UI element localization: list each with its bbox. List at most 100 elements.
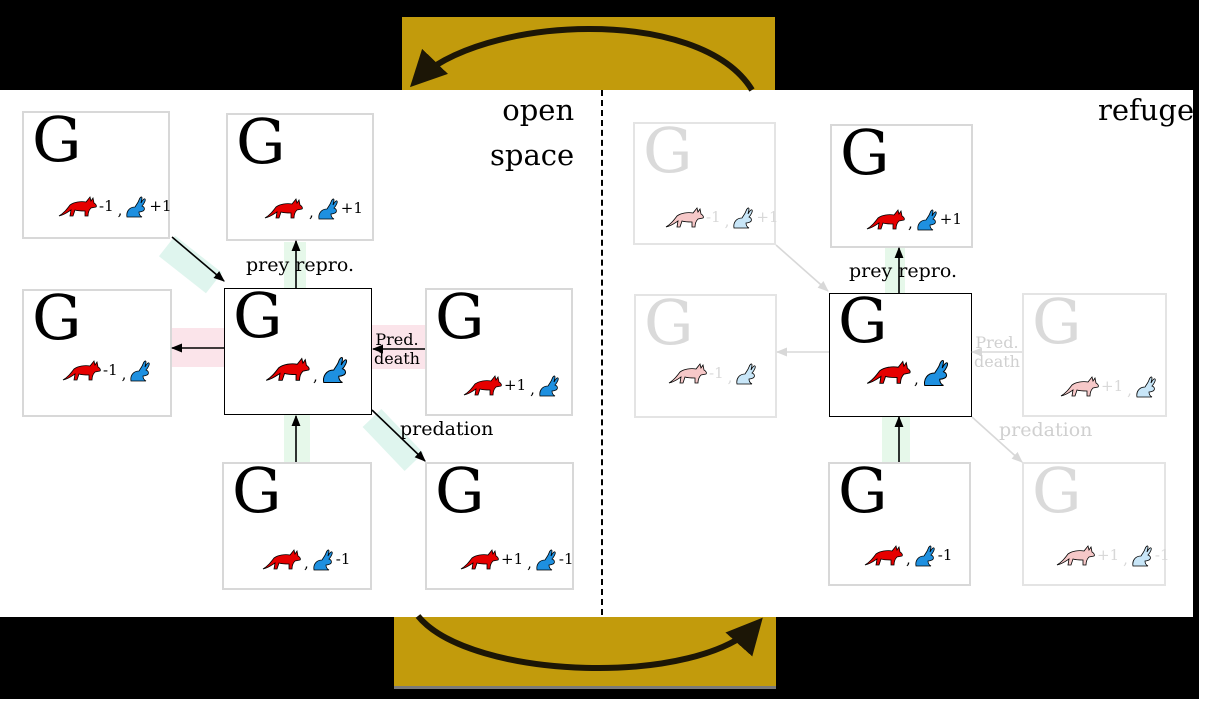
genome-glyph: G xyxy=(236,105,286,178)
comma: , xyxy=(121,365,127,383)
change-row: , +1 xyxy=(866,208,964,232)
state-box-refuge-bottom-right: G +1 , -1 xyxy=(1022,454,1170,586)
comma: , xyxy=(727,368,733,386)
arrow-refuge-center-to-bottom-right xyxy=(971,416,1023,463)
genome-glyph: G xyxy=(643,114,693,187)
change-row: +1 , -1 xyxy=(460,548,576,572)
refuge-label: refuge xyxy=(1098,93,1195,127)
change-row: , -1 xyxy=(262,548,352,572)
comma: , xyxy=(908,214,913,232)
bottom-band-edge xyxy=(394,686,776,689)
fox-change: -1 xyxy=(99,197,114,215)
comma: , xyxy=(1123,550,1128,568)
change-row: , xyxy=(866,358,951,388)
state-box-refuge-left: G -1 , xyxy=(634,286,777,418)
predator-death-label: Pred. death xyxy=(374,330,420,368)
predation-label: predation xyxy=(400,418,494,440)
state-box-open-right: G +1 , xyxy=(425,280,573,416)
genome-glyph: G xyxy=(32,103,82,176)
fox-change: -1 xyxy=(709,364,724,382)
state-box-open-bottom: G , -1 xyxy=(222,454,372,590)
rabbit-change: +1 xyxy=(340,199,363,217)
arrow-center-to-bottom-right xyxy=(371,409,426,462)
fox-change: +1 xyxy=(504,376,527,394)
refuge-prey-reproduction-label: prey repro. xyxy=(849,260,957,282)
genome-glyph: G xyxy=(838,454,888,527)
region-divider xyxy=(601,90,603,615)
genome-glyph: G xyxy=(435,280,485,353)
state-box-refuge-top-left: G -1 , +1 xyxy=(633,114,779,245)
arrow-top-left-to-center xyxy=(171,236,225,282)
comma: , xyxy=(530,380,535,398)
genome-glyph: G xyxy=(1032,454,1082,527)
predator-death-line1: Pred. xyxy=(375,330,419,349)
top-transfer-arrow xyxy=(409,26,755,92)
genome-glyph: G xyxy=(644,286,694,359)
rabbit-change: -1 xyxy=(558,550,574,568)
predator-death-line2: death xyxy=(374,349,420,369)
genome-glyph: G xyxy=(233,279,283,352)
fox-change: -1 xyxy=(103,361,118,379)
state-box-open-bottom-right: G +1 , -1 xyxy=(425,454,576,590)
genome-glyph: G xyxy=(840,116,890,189)
refuge-predation-label: predation xyxy=(999,419,1093,441)
comma: , xyxy=(914,370,919,388)
genome-glyph: G xyxy=(838,284,888,357)
change-row: -1 , xyxy=(62,359,155,383)
fox-change: +1 xyxy=(501,550,524,568)
band-top xyxy=(284,242,306,288)
change-row: -1 , +1 xyxy=(665,206,781,230)
comma: , xyxy=(906,550,911,568)
genome-glyph: G xyxy=(232,454,282,527)
change-row: , +1 xyxy=(264,197,365,221)
change-row: , xyxy=(265,355,350,385)
refuge-predator-death-label: Pred. death xyxy=(974,333,1020,371)
band-bottom-right xyxy=(362,409,424,471)
refuge-predator-death-line2: death xyxy=(974,352,1020,372)
state-box-refuge-bottom: G , -1 xyxy=(828,454,971,586)
genome-glyph: G xyxy=(1032,285,1082,358)
state-box-refuge-top: G , +1 xyxy=(830,116,973,248)
fox-change: -1 xyxy=(706,208,721,226)
fox-change: +1 xyxy=(1101,377,1124,395)
comma: , xyxy=(117,201,123,219)
state-box-refuge-center: G , xyxy=(829,284,972,417)
prey-reproduction-label: prey repro. xyxy=(246,254,354,276)
right-edge-strip xyxy=(1199,0,1205,711)
bottom-edge-strip xyxy=(0,699,1205,711)
open-label-line2: space xyxy=(490,137,575,172)
comma: , xyxy=(304,554,309,572)
state-box-open-top-left: G -1 , +1 xyxy=(22,103,172,239)
arrow-refuge-top-left-to-center xyxy=(775,244,829,292)
change-row: +1 , -1 xyxy=(1056,544,1172,568)
state-box-open-top: G , +1 xyxy=(226,105,374,241)
rabbit-change: +1 xyxy=(756,208,779,226)
state-box-open-left: G -1 , xyxy=(22,281,172,417)
rabbit-change: -1 xyxy=(1154,546,1170,564)
rabbit-change: +1 xyxy=(939,210,962,228)
change-row: -1 , +1 xyxy=(58,195,174,219)
comma: , xyxy=(724,212,730,230)
comma: , xyxy=(527,554,532,572)
state-box-open-center: G , xyxy=(224,279,372,415)
rabbit-change: -1 xyxy=(335,550,351,568)
open-space-label: open space xyxy=(490,88,574,178)
open-label-line1: open xyxy=(502,93,575,127)
change-row: , -1 xyxy=(864,544,954,568)
band-top-left xyxy=(158,235,223,294)
band-refuge-top xyxy=(885,248,905,294)
rabbit-change: +1 xyxy=(149,197,172,215)
genome-glyph: G xyxy=(435,454,485,527)
rabbit-change: -1 xyxy=(937,546,953,564)
comma: , xyxy=(313,367,318,385)
genome-glyph: G xyxy=(32,281,82,354)
comma: , xyxy=(1127,381,1132,399)
comma: , xyxy=(309,203,314,221)
change-row: +1 , xyxy=(1060,375,1158,399)
refuge-predator-death-line1: Pred. xyxy=(975,333,1019,352)
fox-change: +1 xyxy=(1097,546,1120,564)
state-box-refuge-right: G +1 , xyxy=(1022,285,1167,417)
change-row: -1 , xyxy=(668,362,758,386)
